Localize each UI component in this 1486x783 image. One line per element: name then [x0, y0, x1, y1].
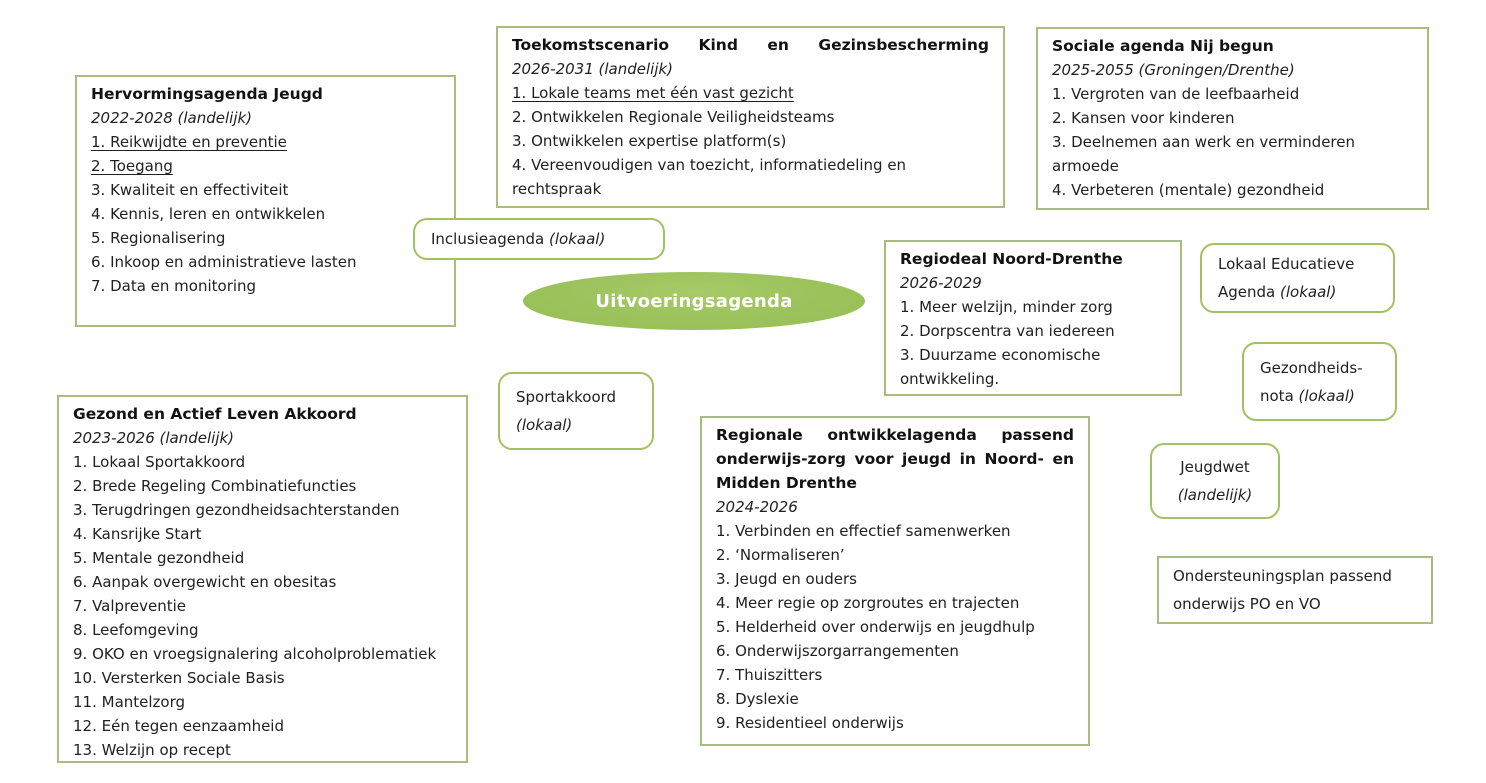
pill-label: Sportakkoord — [516, 388, 617, 406]
list-item: 11. Mantelzorg — [73, 693, 186, 711]
card-item-list: 1. Reikwijdte en preventie 2. Toegang 3. K… — [91, 130, 440, 298]
card-hervormingsagenda-jeugd: Hervormingsagenda Jeugd 2022-2028 (lande… — [75, 75, 456, 327]
list-item: 1. Verbinden en effectief samenwerken — [716, 522, 1011, 540]
list-item: 3. Duurzame economische ontwikkeling. — [900, 346, 1101, 388]
uitvoeringsagenda-ellipse: Uitvoeringsagenda — [523, 272, 865, 330]
card-gezond-en-actief-leven-akkoord: Gezond en Actief Leven Akkoord 2023-2026… — [57, 395, 468, 763]
card-regiodeal-noord-drenthe: Regiodeal Noord-Drenthe 2026-2029 1. Mee… — [884, 240, 1182, 396]
list-item: 2. Ontwikkelen Regionale Veiligheidsteam… — [512, 108, 835, 126]
card-title: Sociale agenda Nij begun — [1052, 37, 1274, 55]
card-item-list: 1. Lokale teams met één vast gezicht 2. O… — [512, 81, 989, 201]
card-subtitle: 2022-2028 (landelijk) — [91, 109, 253, 127]
list-item: 8. Leefomgeving — [73, 621, 199, 639]
list-item: 4. Kennis, leren en ontwikkelen — [91, 205, 326, 223]
list-item: 5. Mentale gezondheid — [73, 549, 245, 567]
pill-text: Lokaal Educatieve Agenda (lokaal) — [1218, 250, 1377, 306]
pill-qualifier: (landelijk) — [1177, 486, 1253, 504]
list-item: 3. Jeugd en ouders — [716, 570, 857, 588]
pill-lokaal-educatieve-agenda: Lokaal Educatieve Agenda (lokaal) — [1200, 243, 1395, 313]
list-item: 6. Aanpak overgewicht en obesitas — [73, 573, 337, 591]
list-item: 4. Kansrijke Start — [73, 525, 202, 543]
list-item: 3. Terugdringen gezondheidsachterstanden — [73, 501, 400, 519]
card-item-list: 1. Vergroten van de leefbaarheid 2. Kanse… — [1052, 82, 1413, 202]
card-item-list: 1. Verbinden en effectief samenwerken 2. … — [716, 519, 1074, 735]
pill-text: Inclusieagenda (lokaal) — [431, 225, 605, 253]
list-item: 3. Kwaliteit en effectiviteit — [91, 181, 289, 199]
list-item: 3. Deelnemen aan werk en verminderen arm… — [1052, 133, 1356, 175]
list-item: 9. Residentieel onderwijs — [716, 714, 904, 732]
card-title: Toekomstscenario Kind en Gezinsbeschermi… — [512, 36, 989, 54]
pill-text: Gezondheids-nota (lokaal) — [1260, 354, 1379, 410]
pill-label: Jeugdwet — [1180, 458, 1250, 476]
pill-qualifier: (lokaal) — [516, 416, 573, 434]
list-item: 2. Toegang — [91, 157, 173, 175]
list-item: 5. Regionalisering — [91, 229, 226, 247]
card-sociale-agenda-nij-begun: Sociale agenda Nij begun 2025-2055 (Gron… — [1036, 27, 1429, 210]
list-item: 1. Lokaal Sportakkoord — [73, 453, 246, 471]
list-item: 7. Thuiszitters — [716, 666, 823, 684]
list-item: 1. Meer welzijn, minder zorg — [900, 298, 1113, 316]
list-item: 13. Welzijn op recept — [73, 741, 231, 759]
card-subtitle: 2026-2031 (landelijk) — [512, 60, 674, 78]
card-title: Regiodeal Noord-Drenthe — [900, 250, 1123, 268]
list-item: 4. Vereenvoudigen van toezicht, informat… — [512, 156, 907, 198]
pill-qualifier: (lokaal) — [549, 230, 606, 248]
list-item: 5. Helderheid over onderwijs en jeugdhul… — [716, 618, 1035, 636]
card-item-list: 1. Meer welzijn, minder zorg 2. Dorpscent… — [900, 295, 1166, 391]
pill-jeugdwet: Jeugdwet (landelijk) — [1150, 443, 1280, 519]
list-item: 6. Onderwijszorgarrangementen — [716, 642, 959, 660]
card-regionale-ontwikkelagenda: Regionale ontwikkelagenda passend onderw… — [700, 416, 1090, 746]
card-subtitle: 2026-2029 — [900, 274, 982, 292]
pill-label: Gezondheids-nota — [1260, 358, 1363, 405]
card-toekomstscenario-kind-en-gezinsbescherming: Toekomstscenario Kind en Gezinsbeschermi… — [496, 26, 1005, 208]
list-item: 10. Versterken Sociale Basis — [73, 669, 285, 687]
pill-qualifier: (lokaal) — [1298, 386, 1355, 405]
pill-gezondheidsnota: Gezondheids-nota (lokaal) — [1242, 342, 1397, 421]
list-item: 3. Ontwikkelen expertise platform(s) — [512, 132, 787, 150]
list-item: 4. Meer regie op zorgroutes en trajecten — [716, 594, 1020, 612]
pill-label: Lokaal Educatieve Agenda — [1218, 255, 1355, 301]
list-item: 1. Lokale teams met één vast gezicht — [512, 84, 794, 102]
ellipse-label: Uitvoeringsagenda — [595, 290, 793, 312]
list-item: 9. OKO en vroegsignalering alcoholproble… — [73, 645, 437, 663]
card-title: Gezond en Actief Leven Akkoord — [73, 405, 357, 423]
list-item: 7. Data en monitoring — [91, 277, 257, 295]
pill-qualifier: (lokaal) — [1280, 283, 1337, 301]
pill-label: Inclusieagenda — [431, 230, 545, 248]
list-item: 2. ‘Normaliseren’ — [716, 546, 845, 564]
list-item: 2. Brede Regeling Combinatiefuncties — [73, 477, 357, 495]
card-subtitle: 2025-2055 (Groningen/Drenthe) — [1052, 61, 1295, 79]
card-title: Regionale ontwikkelagenda passend onderw… — [716, 426, 1074, 492]
list-item: 1. Reikwijdte en preventie — [91, 133, 287, 151]
pill-text: Jeugdwet (landelijk) — [1168, 453, 1262, 509]
card-item-list: 1. Lokaal Sportakkoord 2. Brede Regeling … — [73, 450, 452, 762]
pill-text: Sportakkoord (lokaal) — [516, 383, 636, 439]
card-subtitle: 2024-2026 — [716, 498, 798, 516]
list-item: 12. Eén tegen eenzaamheid — [73, 717, 284, 735]
list-item: 6. Inkoop en administratieve lasten — [91, 253, 357, 271]
card-subtitle: 2023-2026 (landelijk) — [73, 429, 235, 447]
list-item: 1. Vergroten van de leefbaarheid — [1052, 85, 1300, 103]
list-item: 2. Dorpscentra van iedereen — [900, 322, 1115, 340]
card-ondersteuningsplan: Ondersteuningsplan passend onderwijs PO … — [1157, 556, 1433, 624]
note-text: Ondersteuningsplan passend onderwijs PO … — [1173, 567, 1392, 613]
list-item: 4. Verbeteren (mentale) gezondheid — [1052, 181, 1325, 199]
pill-inclusieagenda: Inclusieagenda (lokaal) — [413, 218, 665, 260]
list-item: 7. Valpreventie — [73, 597, 187, 615]
card-title: Hervormingsagenda Jeugd — [91, 85, 323, 103]
list-item: 8. Dyslexie — [716, 690, 799, 708]
pill-sportakkoord: Sportakkoord (lokaal) — [498, 372, 654, 450]
list-item: 2. Kansen voor kinderen — [1052, 109, 1235, 127]
